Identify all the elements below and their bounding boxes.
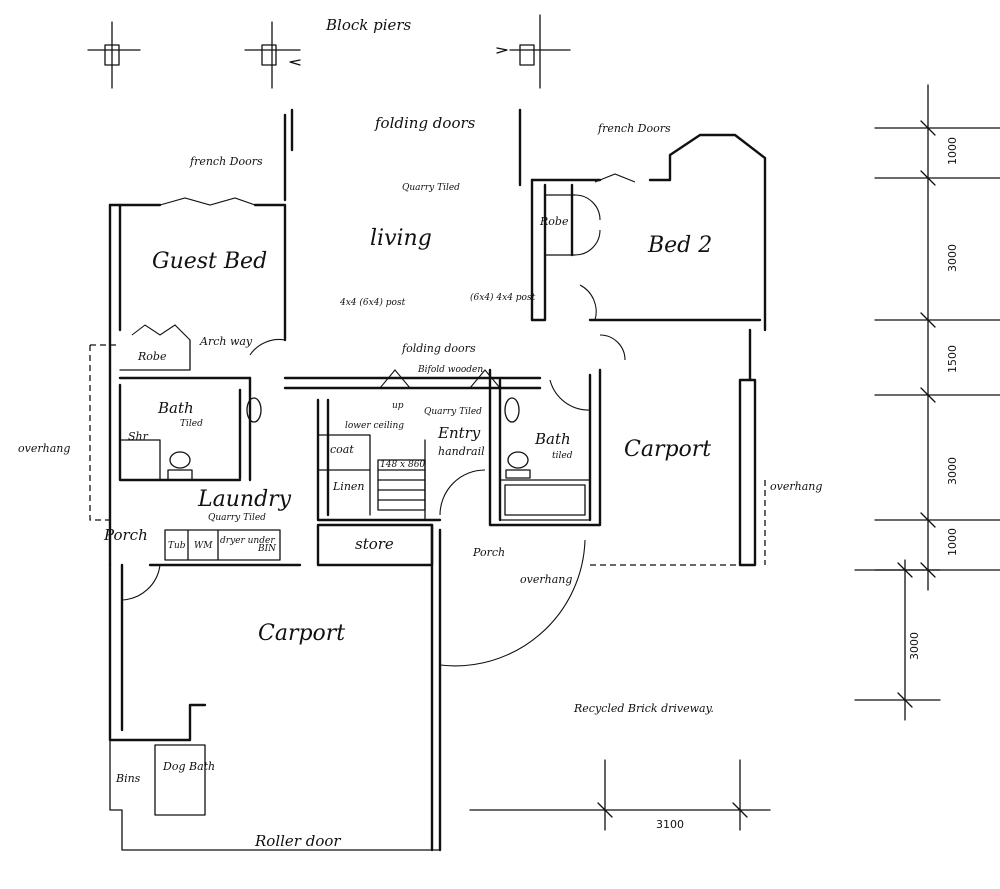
doors xyxy=(121,173,636,667)
dim-3000-bed: 3000 xyxy=(946,244,959,272)
robe-right-label: Robe xyxy=(539,215,569,228)
porch-right-label: Porch xyxy=(472,546,505,559)
porch-left-label: Porch xyxy=(103,526,148,544)
wm-label: WM xyxy=(194,541,213,551)
french-doors-left-label: french Doors xyxy=(189,155,263,168)
dimension-lines-right xyxy=(469,84,1000,831)
bath-left-label: Bath xyxy=(157,399,194,417)
tub-label: Tub xyxy=(168,541,186,551)
quarry-tiled-laundry-label: Quarry Tiled xyxy=(208,513,266,523)
laundry-label: Laundry xyxy=(197,487,292,512)
living-label: living xyxy=(370,226,432,251)
coat-label: coat xyxy=(330,443,354,456)
tiled-left-label: Tiled xyxy=(180,419,203,429)
linen-label: Linen xyxy=(332,480,365,493)
quarry-tiled-living-label: Quarry Tiled xyxy=(402,183,460,193)
handrail-label: handrail xyxy=(438,445,485,458)
block-pier-markers xyxy=(87,14,571,89)
folding-doors-top-label: folding doors xyxy=(374,114,476,132)
folding-doors-mid-label: folding doors xyxy=(401,342,476,355)
dim-3000-mid: 3000 xyxy=(946,457,959,485)
shr-label: Shr xyxy=(128,430,149,443)
post-right-label: (6x4) 4x4 post xyxy=(470,292,536,303)
bed-2-label: Bed 2 xyxy=(647,233,712,258)
block-piers-label: Block piers xyxy=(325,16,412,34)
bins-label: Bins xyxy=(115,772,141,785)
overhang-left-label: overhang xyxy=(18,442,70,455)
dog-bath-label: Dog Bath xyxy=(162,760,215,773)
robe-left-label: Robe xyxy=(137,350,167,363)
room-labels: Block piers folding doors french Doors f… xyxy=(18,16,822,850)
dim-148x860-label: 148 x 860 xyxy=(380,460,425,470)
lower-ceiling-label: lower ceiling xyxy=(345,421,404,431)
dim-3100: 3100 xyxy=(656,818,684,831)
dim-1000-bottom: 1000 xyxy=(946,528,959,556)
bifold-wooden-label: Bifold wooden xyxy=(417,365,483,375)
dim-1000-top: 1000 xyxy=(946,137,959,165)
dim-1500: 1500 xyxy=(946,345,959,373)
walls xyxy=(89,108,767,852)
arch-way-label: Arch way xyxy=(199,335,253,348)
carport-right-label: Carport xyxy=(624,437,711,462)
french-doors-right-label: french Doors xyxy=(597,122,671,135)
post-left-label: 4x4 (6x4) post xyxy=(339,297,406,308)
bath-right-label: Bath xyxy=(534,430,571,448)
overhang-porch-label: overhang xyxy=(520,573,572,586)
entry-label: Entry xyxy=(437,424,481,442)
overhang-right-label: overhang xyxy=(770,480,822,493)
store-label: store xyxy=(355,535,394,553)
dryer-under-label: dryer under xyxy=(220,536,275,546)
dim-3000-lower: 3000 xyxy=(908,632,921,660)
up-label: up xyxy=(392,401,404,411)
recycled-brick-label: Recycled Brick driveway. xyxy=(573,702,714,715)
guest-bed-label: Guest Bed xyxy=(152,249,267,274)
carport-left-label: Carport xyxy=(258,621,345,646)
bin-label: BIN xyxy=(257,544,277,554)
tiled-right-label: tiled xyxy=(552,451,573,461)
quarry-tiled-entry-label: Quarry Tiled xyxy=(424,407,482,417)
dimension-labels: 1000 3000 1500 3000 1000 3000 3100 xyxy=(656,137,959,831)
roller-door-label: Roller door xyxy=(254,832,341,850)
